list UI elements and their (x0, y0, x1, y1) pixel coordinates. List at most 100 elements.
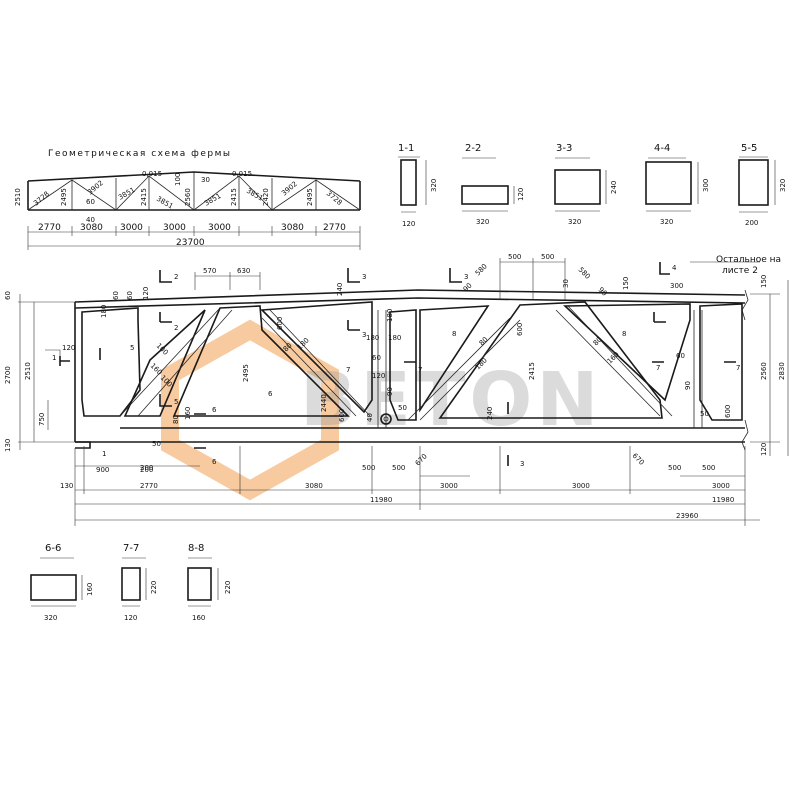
cut-markers: 1 1 2 2 3 3 3 3 4 5 5 6 6 6 7 7 7 7 8 8 (52, 262, 740, 468)
section-height: 160 (86, 583, 94, 596)
dim-int: 2495 (242, 364, 250, 382)
cut-label: 1 (102, 450, 106, 458)
dim-bottom-3000c: 3000 (712, 482, 730, 490)
scheme-lbl: 2510 (14, 188, 22, 206)
scheme-dim-line (27, 226, 361, 250)
section-8-8 (187, 567, 212, 601)
dim-int: 120 (372, 372, 385, 380)
section-dim (122, 557, 147, 607)
scheme-lbl: 40 (86, 216, 95, 224)
support-left (75, 441, 91, 449)
scheme-lbl: 3851 (203, 192, 222, 208)
dim-int: 180 (388, 334, 401, 342)
scheme-total: 23700 (176, 238, 205, 248)
scheme-lbl: 100 (174, 173, 182, 186)
dim-top-240: 240 (336, 283, 344, 296)
dim-int: 180 (100, 305, 108, 318)
scheme-lbl: 2415 (140, 188, 148, 206)
scheme-span: 2770 (323, 223, 346, 233)
section-height: 300 (702, 179, 710, 192)
section-id: 5-5 (741, 143, 757, 154)
dim-left (18, 294, 75, 450)
section-width: 160 (192, 614, 205, 622)
dim-top-500a: 500 (508, 253, 521, 261)
dim-right-h120: 120 (760, 443, 768, 456)
dim-int: 90 (386, 387, 394, 396)
cut-label: 6 (268, 390, 273, 398)
elevation-break-line (741, 289, 749, 451)
scheme-span: 3080 (281, 223, 304, 233)
section-width: 320 (476, 218, 489, 226)
dim-bottom-200: 200 (140, 464, 153, 472)
dim-int: 80 (282, 341, 294, 353)
section-4-4 (645, 161, 692, 205)
scheme-lbl: 3902 (86, 179, 105, 197)
section-width: 320 (44, 614, 57, 622)
scheme-lbl: 30 (201, 176, 210, 184)
opening-triangle-1 (172, 305, 350, 417)
diagonal-3 (407, 317, 521, 421)
opening-triangle-2 (438, 301, 663, 419)
cut-label: 5 (130, 344, 134, 352)
dim-bottom-500b: 500 (392, 464, 405, 472)
cut-label: 8 (452, 330, 456, 338)
opening-quad-1 (123, 309, 206, 417)
dim-left-h130: 130 (4, 439, 12, 452)
scheme-lbl: 2495 (60, 188, 68, 206)
dim-left-h2510: 2510 (24, 362, 32, 380)
section-2-2 (461, 185, 509, 205)
cut-label: 6 (212, 458, 217, 466)
section-height: 320 (779, 179, 787, 192)
cut-label: 6 (212, 406, 217, 414)
scheme-lbl: 60 (86, 198, 95, 206)
dim-int: 80 (592, 335, 604, 347)
section-id: 3-3 (556, 143, 572, 154)
dim-top-120: 120 (142, 287, 150, 300)
dim-int: 200 (140, 466, 153, 474)
section-dim (31, 557, 83, 607)
cut-label: 7 (346, 366, 350, 374)
dim-int: 80 (478, 335, 490, 347)
dim-bottom-23960: 23960 (676, 512, 698, 520)
dim-int: 600 (276, 317, 284, 330)
dim-int: 50 (152, 440, 161, 448)
dim-top-90b: 90 (597, 286, 609, 298)
dim-int: 60 (676, 352, 685, 360)
section-width: 320 (568, 218, 581, 226)
cut-label: 3 (362, 331, 366, 339)
dim-top-580b: 580 (577, 266, 592, 281)
dim-left-h750: 750 (38, 413, 46, 426)
dim-left-h60: 60 (4, 291, 12, 300)
dim-right-h150: 150 (760, 275, 768, 288)
scheme-lbl: 0,015 (232, 170, 252, 178)
scheme-span: 3000 (163, 223, 186, 233)
section-id: 2-2 (465, 143, 481, 154)
section-id: 8-8 (188, 543, 204, 554)
cut-label: 3 (520, 460, 524, 468)
dim-top-300: 300 (670, 282, 683, 290)
dim-top-580a: 580 (474, 262, 489, 277)
scheme-title: Геометрическая схема фермы (48, 149, 232, 159)
dim-int: 600 (516, 323, 524, 336)
dim-int: 60 (372, 354, 381, 362)
cut-label: 7 (656, 364, 660, 372)
cut-label: 2 (174, 324, 178, 332)
dim-left-h2700: 2700 (4, 366, 12, 384)
dim-int: 600 (338, 409, 346, 422)
section-dim (646, 157, 699, 212)
dim-int: 160 (606, 350, 621, 365)
dim-int: 90 (684, 381, 692, 390)
cut-label: 4 (672, 264, 677, 272)
node-hole-inner (383, 416, 389, 422)
cut-line (59, 262, 736, 466)
dim-top-570: 570 (203, 267, 216, 275)
dim-top-60a: 60 (112, 291, 120, 300)
scheme-lbl: 3728 (32, 190, 51, 208)
scheme-lbl: 2560 (184, 188, 192, 206)
scheme-lbl: 3902 (280, 180, 299, 198)
dim-top-90a: 90 (462, 281, 474, 293)
vertical-2 (693, 310, 703, 428)
dim-bottom (74, 446, 760, 526)
scheme-lbl: 3851 (155, 195, 174, 211)
